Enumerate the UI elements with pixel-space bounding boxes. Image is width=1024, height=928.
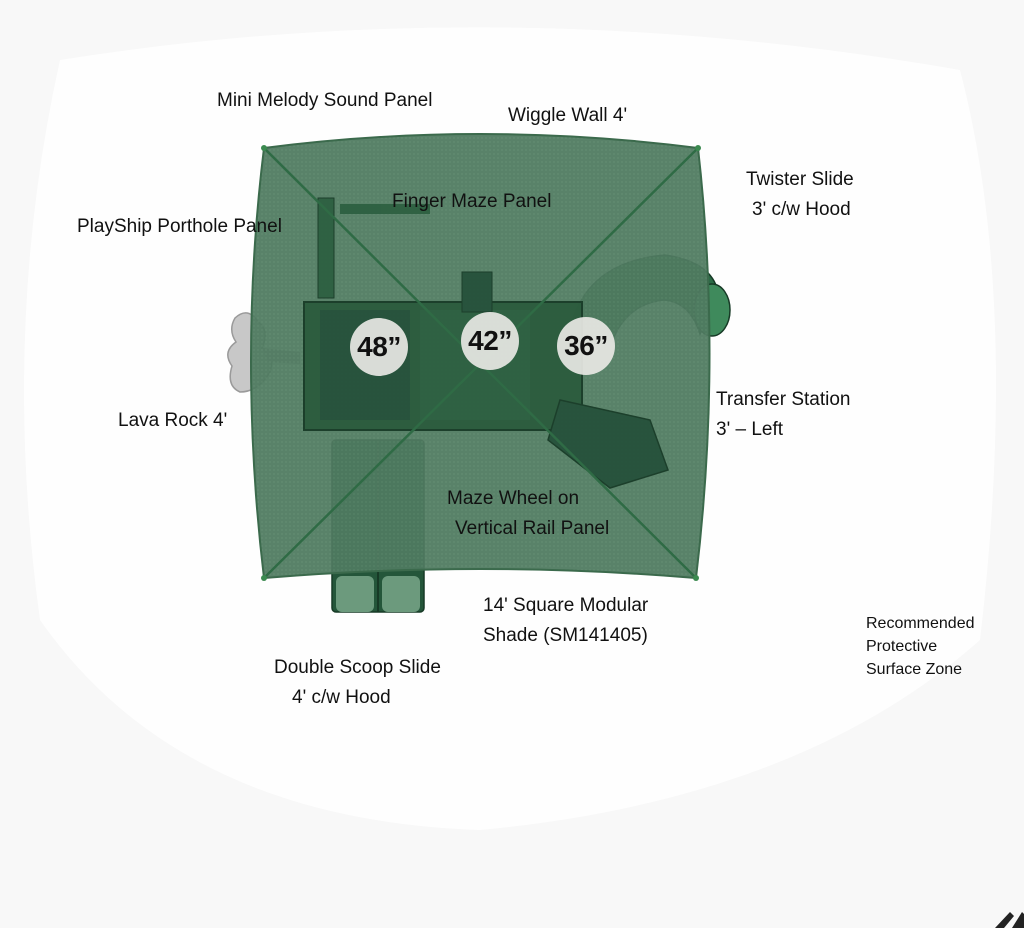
deck-height-badge: 36” — [557, 317, 615, 375]
label-finger-maze: Finger Maze Panel — [392, 191, 552, 212]
label-transfer-station: Transfer Station 3' – Left — [716, 389, 851, 440]
label-square-shade: 14' Square Modular Shade (SM141405) — [483, 595, 649, 646]
deck-height-badge: 48” — [350, 318, 408, 376]
label-double-scoop: Double Scoop Slide 4' c/w Hood — [274, 657, 441, 708]
label-playship: PlayShip Porthole Panel — [77, 216, 282, 237]
corner-mark — [995, 912, 1024, 928]
label-surface-zone: Recommended Protective Surface Zone — [866, 615, 975, 678]
label-lava-rock: Lava Rock 4' — [118, 410, 228, 431]
corner-post — [261, 145, 267, 151]
corner-post — [693, 575, 699, 581]
corner-post — [261, 575, 267, 581]
label-wiggle-wall: Wiggle Wall 4' — [508, 105, 628, 126]
label-mini-melody: Mini Melody Sound Panel — [217, 90, 433, 111]
corner-post — [695, 145, 701, 151]
label-twister-slide: Twister Slide 3' c/w Hood — [746, 169, 854, 220]
deck-height-badge: 42” — [461, 312, 519, 370]
label-maze-wheel: Maze Wheel on Vertical Rail Panel — [447, 488, 610, 539]
